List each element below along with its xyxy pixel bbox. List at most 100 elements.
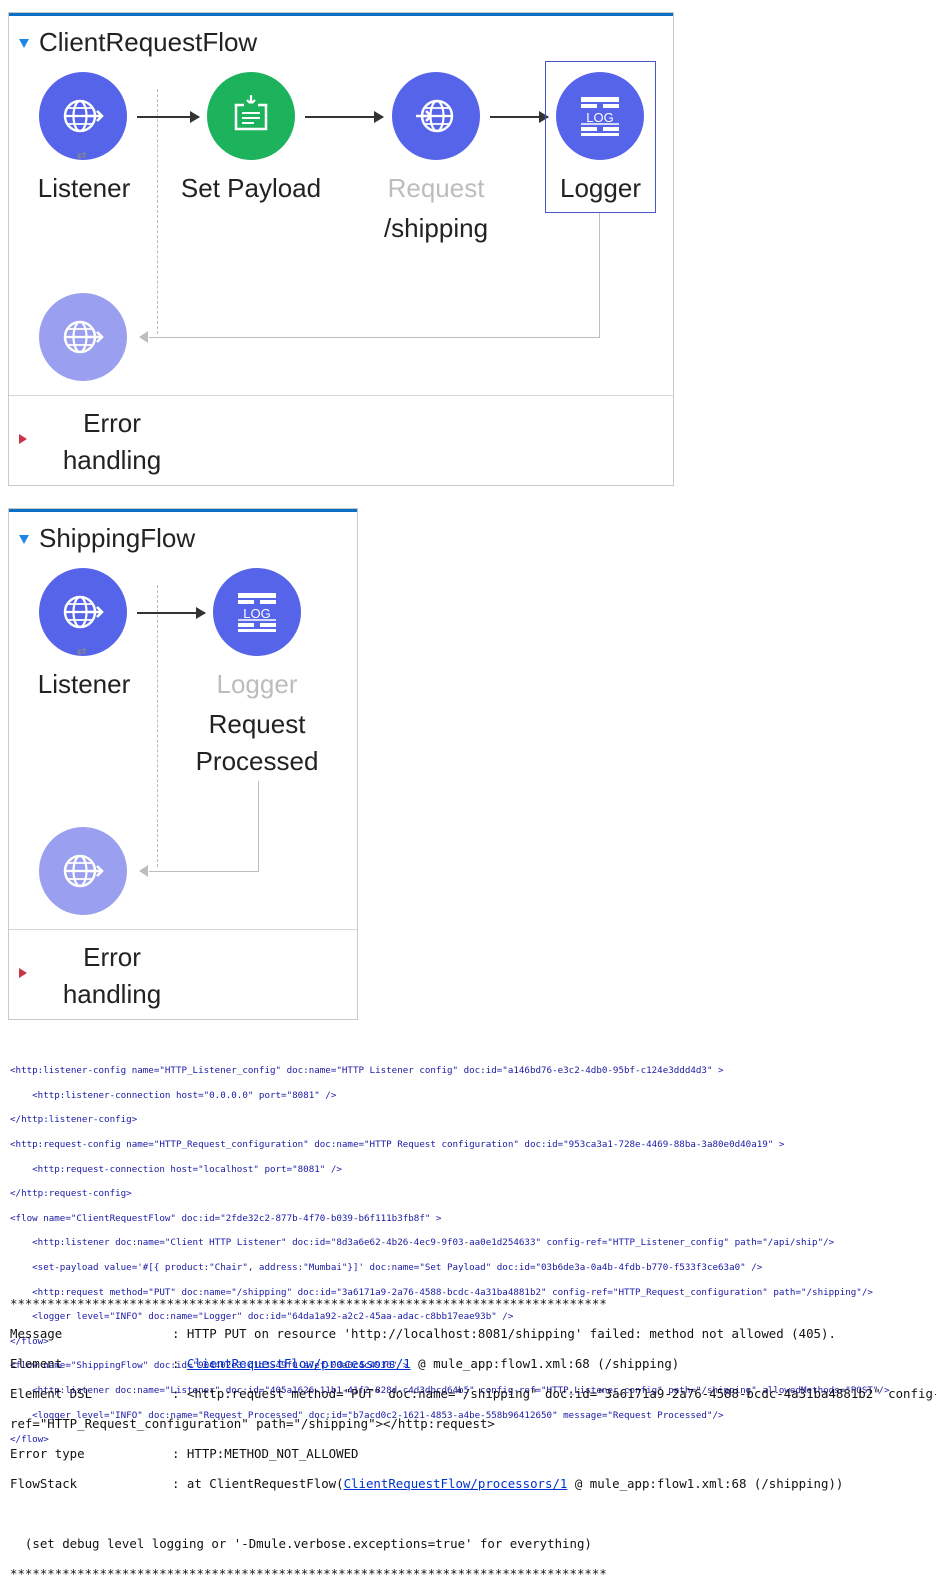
sync-icon: ⇄ — [77, 150, 87, 162]
code-line: </flow> — [10, 1434, 49, 1446]
code-line: <http:request-connection host="localhost… — [10, 1163, 342, 1175]
http-request-icon — [416, 99, 454, 133]
log-dsl-row-cont: ref="HTTP_Request_configuration" path="/… — [10, 1416, 495, 1431]
logger-node[interactable]: LOG — [556, 72, 644, 160]
request-node[interactable] — [392, 72, 480, 160]
set-payload-node[interactable] — [207, 72, 295, 160]
code-line: <http:listener-config name="HTTP_Listene… — [10, 1065, 724, 1077]
logger-name-line1: Request — [208, 709, 306, 739]
return-line-vertical — [599, 213, 600, 338]
connector-arrow — [305, 111, 384, 123]
listener-label: Listener — [37, 173, 131, 203]
return-line-vertical — [258, 781, 259, 872]
code-line: <logger level="INFO" doc:name="Request P… — [10, 1409, 724, 1421]
error-handling-line2[interactable]: handling — [62, 445, 162, 475]
listener-node[interactable] — [39, 568, 127, 656]
log-key: Message — [10, 1326, 63, 1341]
error-section-divider — [9, 929, 357, 930]
log-element-row: Element: ClientRequestFlow/processors/1 … — [10, 1356, 680, 1371]
error-section-divider — [9, 395, 673, 396]
code-line: <http:request-config name="HTTP_Request_… — [10, 1139, 785, 1151]
sync-icon: ⇄ — [77, 646, 87, 658]
error-log-console: ****************************************… — [10, 1281, 936, 1596]
listener-node[interactable] — [39, 72, 127, 160]
request-type-label: Request — [387, 173, 485, 203]
listener-label: Listener — [37, 669, 131, 699]
log-debug-row: (set debug level logging or '-Dmule.verb… — [10, 1536, 592, 1551]
http-response-icon — [63, 854, 104, 888]
code-line: <http:listener doc:name="Client HTTP Lis… — [10, 1237, 835, 1249]
log-key: Error type — [10, 1446, 85, 1461]
error-handling-line1[interactable]: Error — [83, 942, 141, 972]
code-line: <flow name="ClientRequestFlow" doc:id="2… — [10, 1212, 442, 1224]
log-value: @ mule_app:flow1.xml:68 (/shipping)) — [567, 1476, 844, 1491]
log-dsl-row: Element DSL: <http:request method="PUT" … — [10, 1386, 936, 1401]
client-request-flow-panel: ClientRequestFlow ⇄ Listener Set Payload — [8, 12, 674, 486]
source-separator — [157, 585, 158, 867]
flow-header-bar — [9, 13, 673, 16]
xml-config-code: <http:listener-config name="HTTP_Listene… — [10, 1053, 889, 1459]
logger-type-label: Logger — [216, 669, 298, 699]
return-arrow-head — [139, 331, 148, 343]
request-name-label: /shipping — [383, 213, 489, 243]
logger-label: Logger — [560, 173, 641, 203]
set-payload-icon — [234, 95, 268, 131]
logger-icon: LOG — [581, 97, 619, 136]
log-blank — [10, 1506, 936, 1521]
flow-title-row[interactable]: ShippingFlow — [19, 523, 195, 554]
logger-icon: LOG — [238, 593, 276, 632]
set-payload-label: Set Payload — [180, 173, 322, 203]
return-line-horizontal — [149, 871, 259, 872]
http-listener-icon — [63, 99, 104, 133]
connector-arrow — [490, 111, 549, 123]
log-stars-top: ****************************************… — [10, 1296, 607, 1311]
log-value: @ mule_app:flow1.xml:68 (/shipping) — [410, 1356, 680, 1371]
log-errtype-row: Error type: HTTP:METHOD_NOT_ALLOWED — [10, 1446, 359, 1461]
code-line: <http:listener doc:name="Listener" doc:i… — [10, 1385, 890, 1397]
log-key: FlowStack — [10, 1476, 78, 1491]
return-arrow-head — [139, 865, 148, 877]
http-response-icon — [63, 320, 104, 354]
log-value: HTTP PUT on resource 'http://localhost:8… — [186, 1326, 836, 1341]
expand-triangle-icon[interactable] — [19, 968, 27, 978]
http-listener-icon — [63, 595, 104, 629]
log-value: at ClientRequestFlow( — [186, 1476, 344, 1491]
code-line: </flow> — [10, 1335, 49, 1347]
log-value: <http:request method="PUT" doc:name="/sh… — [186, 1386, 936, 1401]
source-separator — [157, 89, 158, 334]
log-message-row: Message: HTTP PUT on resource 'http://lo… — [10, 1326, 836, 1341]
return-line-horizontal — [149, 337, 600, 338]
log-stars-bottom: ****************************************… — [10, 1566, 607, 1581]
connector-arrow — [137, 111, 200, 123]
response-node[interactable] — [39, 293, 127, 381]
log-flowstack-row: FlowStack: at ClientRequestFlow(ClientRe… — [10, 1476, 844, 1491]
logger-name-line2: Processed — [195, 746, 319, 776]
code-line: </http:listener-config> — [10, 1114, 138, 1126]
code-line: <flow name="ShippingFlow" doc:id="904402… — [10, 1360, 409, 1372]
expand-triangle-icon[interactable] — [19, 434, 27, 444]
code-line: <http:listener-connection host="0.0.0.0"… — [10, 1089, 337, 1101]
log-key: Element DSL — [10, 1386, 93, 1401]
svg-text:LOG: LOG — [243, 606, 270, 621]
code-line: <logger level="INFO" doc:name="Logger" d… — [10, 1311, 514, 1323]
logger-node[interactable]: LOG — [213, 568, 301, 656]
flow-title-row[interactable]: ClientRequestFlow — [19, 27, 257, 58]
log-key: Element — [10, 1356, 63, 1371]
response-node[interactable] — [39, 827, 127, 915]
svg-text:LOG: LOG — [586, 110, 613, 125]
connector-arrow — [137, 607, 206, 619]
shipping-flow-panel: ShippingFlow ⇄ Listener LOG Logger Reque… — [8, 508, 358, 1020]
collapse-triangle-icon[interactable] — [19, 535, 29, 544]
code-line: <http:request method="PUT" doc:name="/sh… — [10, 1286, 873, 1298]
flowstack-link[interactable]: ClientRequestFlow/processors/1 — [343, 1476, 568, 1491]
flow-header-bar — [9, 509, 357, 512]
flow-title: ClientRequestFlow — [39, 27, 258, 57]
code-line: <set-payload value='#[{ product:"Chair",… — [10, 1262, 763, 1274]
element-link[interactable]: ClientRequestFlow/processors/1 — [186, 1356, 411, 1371]
collapse-triangle-icon[interactable] — [19, 39, 29, 48]
error-handling-line1[interactable]: Error — [83, 408, 141, 438]
error-handling-line2[interactable]: handling — [62, 979, 162, 1009]
logger-selection-box[interactable] — [545, 61, 656, 213]
code-line: </http:request-config> — [10, 1188, 132, 1200]
flow-title: ShippingFlow — [39, 523, 196, 553]
